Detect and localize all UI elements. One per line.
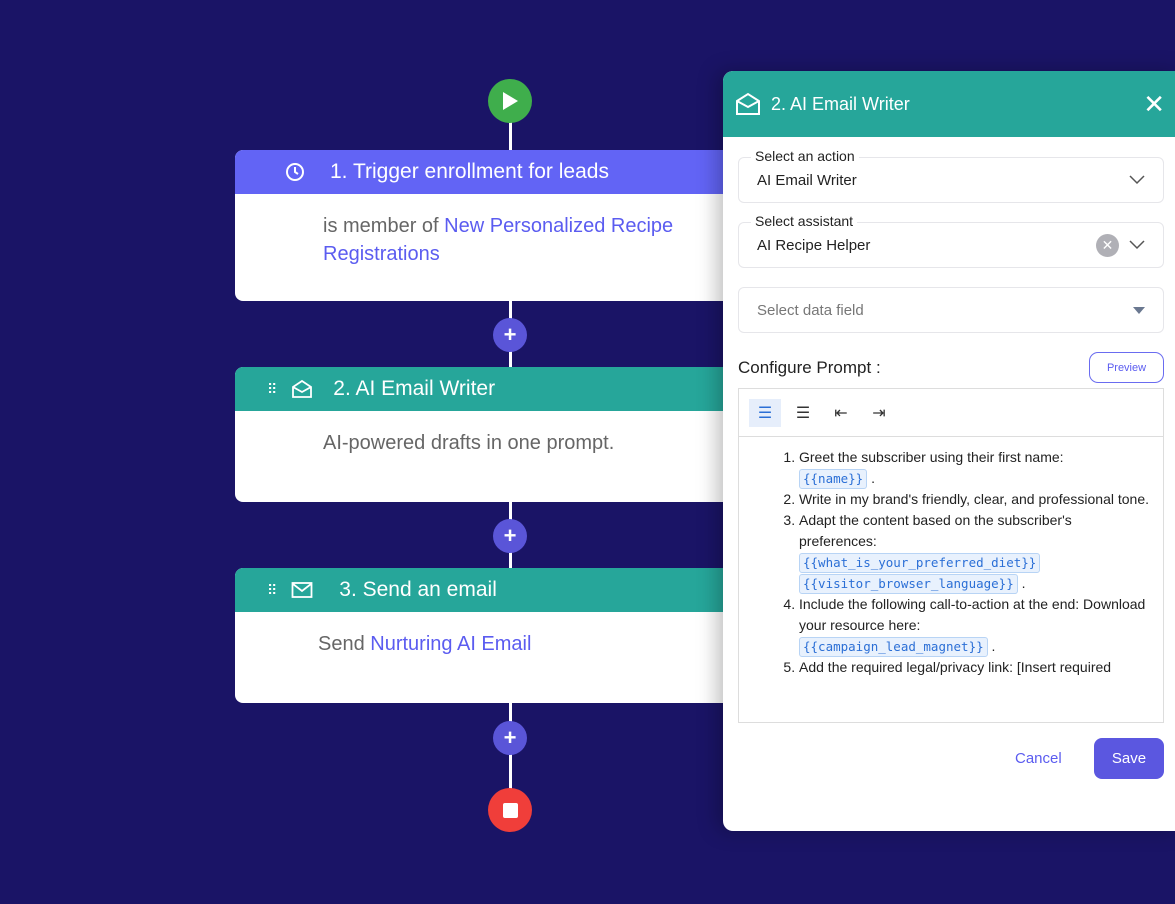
- clock-icon: [286, 163, 304, 181]
- select-value: AI Recipe Helper: [757, 236, 871, 254]
- step-card-send-email[interactable]: ⠿ 3. Send an email Send Nurturing AI Ema…: [235, 568, 795, 703]
- prompt-item: Include the following call-to-action at …: [799, 594, 1153, 657]
- merge-tag: {{visitor_browser_language}}: [799, 574, 1018, 594]
- ordered-list-icon[interactable]: ☰: [749, 398, 781, 427]
- outdent-icon[interactable]: ⇤: [834, 404, 848, 422]
- step-card-trigger[interactable]: 1. Trigger enrollment for leads is membe…: [235, 150, 795, 301]
- add-step-button[interactable]: +: [493, 519, 527, 553]
- step-title: 3. Send an email: [339, 578, 497, 601]
- list-link[interactable]: New Personalized Recipe Registrations: [323, 215, 674, 265]
- step-text: AI-powered drafts in one prompt.: [323, 432, 615, 454]
- bullet-list-icon[interactable]: ☰: [795, 404, 811, 422]
- chevron-down-icon: [1129, 175, 1145, 185]
- stop-icon: [502, 802, 518, 818]
- merge-tag: {{campaign_lead_magnet}}: [799, 637, 988, 657]
- envelope-icon: [291, 582, 313, 598]
- play-icon: [503, 92, 518, 110]
- clear-icon[interactable]: ✕: [1096, 233, 1119, 257]
- step-card-ai-email-writer[interactable]: ⠿ 2. AI Email Writer AI-powered drafts i…: [235, 367, 795, 502]
- email-link[interactable]: Nurturing AI Email: [370, 633, 532, 655]
- save-button[interactable]: Save: [1094, 738, 1164, 779]
- merge-tag: {{what_is_your_preferred_diet}}: [799, 553, 1041, 573]
- step-header: 1. Trigger enrollment for leads: [235, 150, 795, 194]
- chevron-down-icon: [1129, 240, 1145, 250]
- start-button[interactable]: [488, 79, 532, 123]
- step-title: 2. AI Email Writer: [333, 377, 496, 400]
- drag-handle-icon[interactable]: ⠿: [267, 581, 278, 598]
- stop-button[interactable]: [488, 788, 532, 832]
- step-header: ⠿ 2. AI Email Writer: [235, 367, 795, 411]
- step-text: is member of: [323, 215, 445, 237]
- indent-icon[interactable]: ⇥: [872, 404, 886, 422]
- step-title: 1. Trigger enrollment for leads: [330, 160, 609, 183]
- select-value: AI Email Writer: [757, 171, 857, 189]
- data-field-select[interactable]: Select data field: [738, 287, 1164, 333]
- add-step-button[interactable]: +: [493, 318, 527, 352]
- envelope-open-icon: [736, 92, 760, 115]
- select-placeholder: Select data field: [757, 301, 864, 319]
- field-label: Select assistant: [751, 213, 858, 229]
- add-step-button[interactable]: +: [493, 721, 527, 755]
- prompt-editor[interactable]: ☰ ☰ ⇤ ⇥ Greet the subscriber using their…: [738, 388, 1164, 723]
- merge-tag: {{name}}: [799, 469, 868, 489]
- cancel-button[interactable]: Cancel: [1015, 750, 1062, 767]
- assistant-select[interactable]: Select assistant AI Recipe Helper ✕: [738, 213, 1164, 268]
- field-label: Select an action: [751, 148, 859, 164]
- prompt-content[interactable]: Greet the subscriber using their first n…: [739, 437, 1163, 722]
- caret-down-icon: [1133, 306, 1145, 314]
- drag-handle-icon[interactable]: ⠿: [267, 380, 278, 397]
- editor-toolbar: ☰ ☰ ⇤ ⇥: [739, 389, 1163, 437]
- prompt-item: Adapt the content based on the subscribe…: [799, 510, 1153, 594]
- action-select[interactable]: Select an action AI Email Writer: [738, 148, 1164, 203]
- panel-title: 2. AI Email Writer: [771, 93, 910, 114]
- preview-button[interactable]: Preview: [1089, 352, 1164, 383]
- close-icon[interactable]: ✕: [1143, 88, 1165, 119]
- prompt-item: Add the required legal/privacy link: [In…: [799, 657, 1153, 678]
- step-settings-panel: 2. AI Email Writer ✕ Select an action AI…: [723, 71, 1175, 831]
- step-text: Send: [318, 633, 371, 655]
- panel-header: 2. AI Email Writer ✕: [723, 71, 1175, 137]
- configure-prompt-label: Configure Prompt :: [738, 358, 881, 377]
- step-header: ⠿ 3. Send an email: [235, 568, 795, 612]
- envelope-open-icon: [292, 379, 313, 398]
- prompt-item: Greet the subscriber using their first n…: [799, 447, 1153, 489]
- prompt-item: Write in my brand's friendly, clear, and…: [799, 489, 1153, 510]
